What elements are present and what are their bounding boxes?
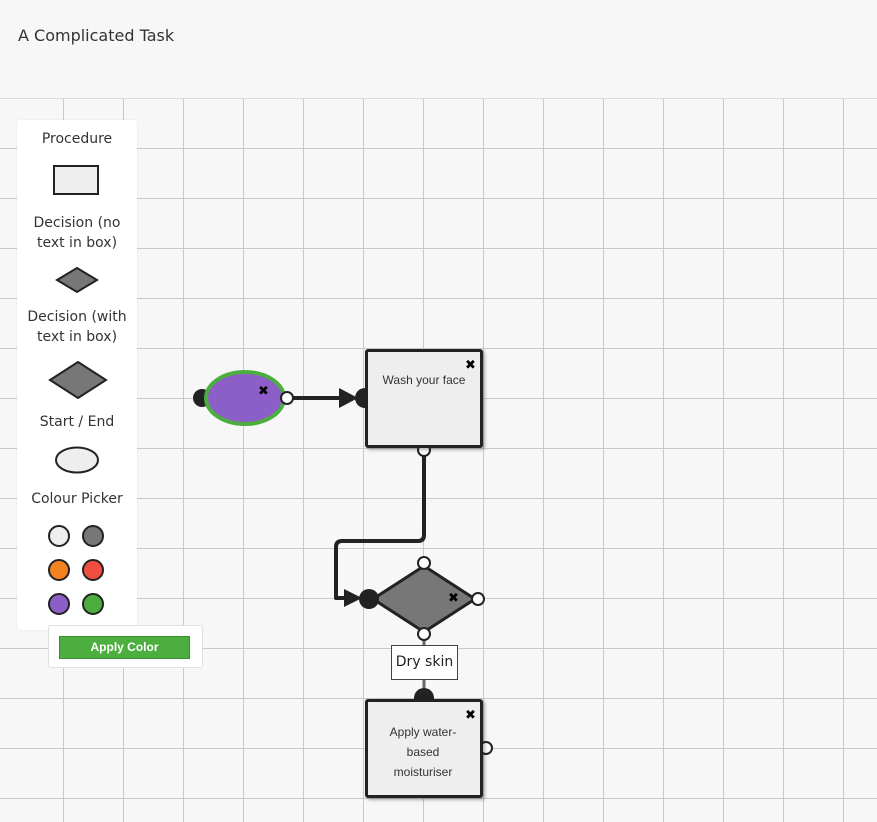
start-end-node[interactable]	[204, 370, 286, 426]
decision-with-text-label: Decision (with text in box)	[27, 309, 127, 345]
edge-label[interactable]: Dry skin	[391, 645, 458, 680]
decision-small-shape[interactable]	[55, 267, 99, 295]
colour-picker-label: Colour Picker	[31, 491, 123, 507]
colour-swatch-grey[interactable]	[82, 525, 104, 547]
procedure-label: Procedure	[41, 131, 113, 147]
decision-right-anchor[interactable]	[471, 592, 485, 606]
start-node-close-icon[interactable]: ✖	[258, 384, 269, 399]
decision-no-text-label: Decision (no text in box)	[33, 215, 121, 251]
start-output-anchor[interactable]	[280, 391, 294, 405]
decision-node-close-icon[interactable]: ✖	[448, 591, 459, 606]
start-end-shape[interactable]	[54, 446, 100, 476]
decision-top-anchor[interactable]	[417, 556, 431, 570]
close-icon[interactable]: ✖	[465, 708, 476, 723]
close-icon[interactable]: ✖	[465, 358, 476, 373]
decision-bottom-anchor[interactable]	[417, 627, 431, 641]
header: A Complicated Task	[0, 0, 877, 99]
connector-wash-to-decision[interactable]	[334, 452, 426, 600]
colour-swatch-purple[interactable]	[48, 593, 70, 615]
procedure-shape[interactable]	[53, 165, 99, 195]
colour-swatch-light-grey[interactable]	[48, 525, 70, 547]
arrowhead	[339, 388, 358, 408]
procedure-text: Wash your face	[382, 373, 466, 387]
procedure-text: Apply water-based moisturiser	[389, 725, 457, 779]
decision-input-anchor[interactable]	[359, 589, 379, 609]
shape-palette: Procedure Decision (no text in box) Deci…	[17, 120, 137, 630]
page-title: A Complicated Task	[18, 26, 175, 45]
arrowhead	[344, 589, 362, 607]
apply-color-button[interactable]: Apply Color	[59, 636, 190, 659]
decision-large-shape[interactable]	[47, 361, 109, 399]
decision-node[interactable]	[370, 564, 478, 634]
colour-swatch-red[interactable]	[82, 559, 104, 581]
start-end-label: Start / End	[39, 414, 115, 430]
colour-swatch-green[interactable]	[82, 593, 104, 615]
procedure-node-moisturiser[interactable]: ✖ Apply water-based moisturiser	[365, 699, 483, 798]
colour-swatch-orange[interactable]	[48, 559, 70, 581]
apply-color-panel: Apply Color	[48, 625, 203, 668]
procedure-node-wash[interactable]: ✖ Wash your face	[365, 349, 483, 448]
